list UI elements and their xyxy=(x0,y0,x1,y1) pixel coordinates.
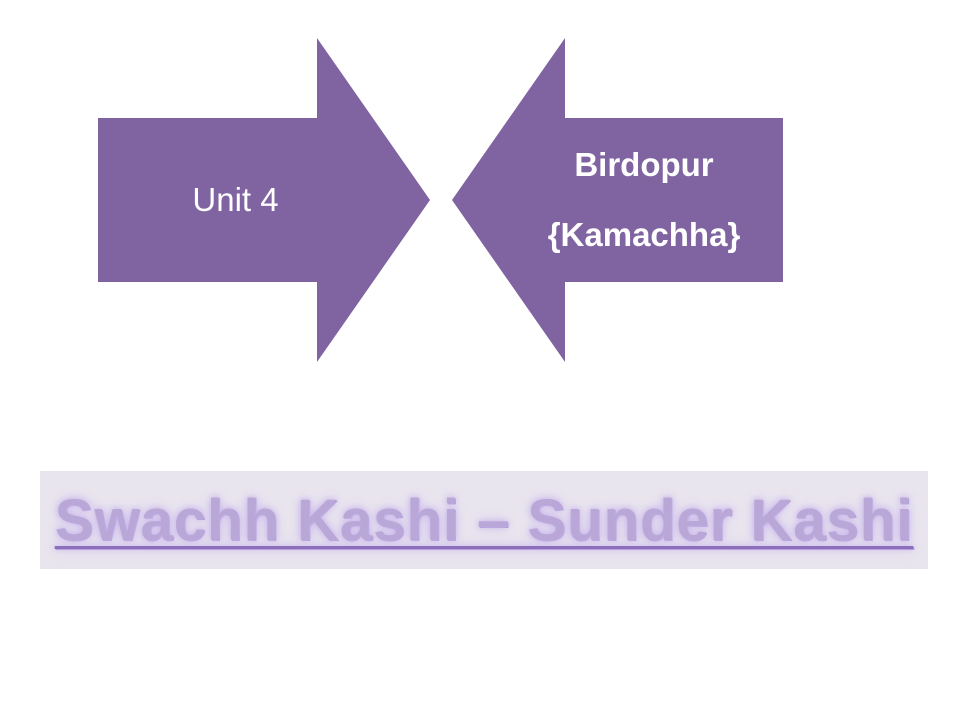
slogan-banner: Swachh Kashi – Sunder Kashi xyxy=(40,471,928,569)
right-arrow-label-line2: {Kamachha} xyxy=(547,216,741,253)
slogan-text: Swachh Kashi – Sunder Kashi xyxy=(54,487,914,553)
right-arrow-label: Birdopur {Kamachha} xyxy=(505,118,783,282)
right-arrow-label-line1: Birdopur xyxy=(574,146,714,183)
left-arrow-label: Unit 4 xyxy=(192,181,279,218)
right-pointing-arrow-shape xyxy=(98,38,430,362)
left-pointing-arrow-shape xyxy=(452,38,783,362)
